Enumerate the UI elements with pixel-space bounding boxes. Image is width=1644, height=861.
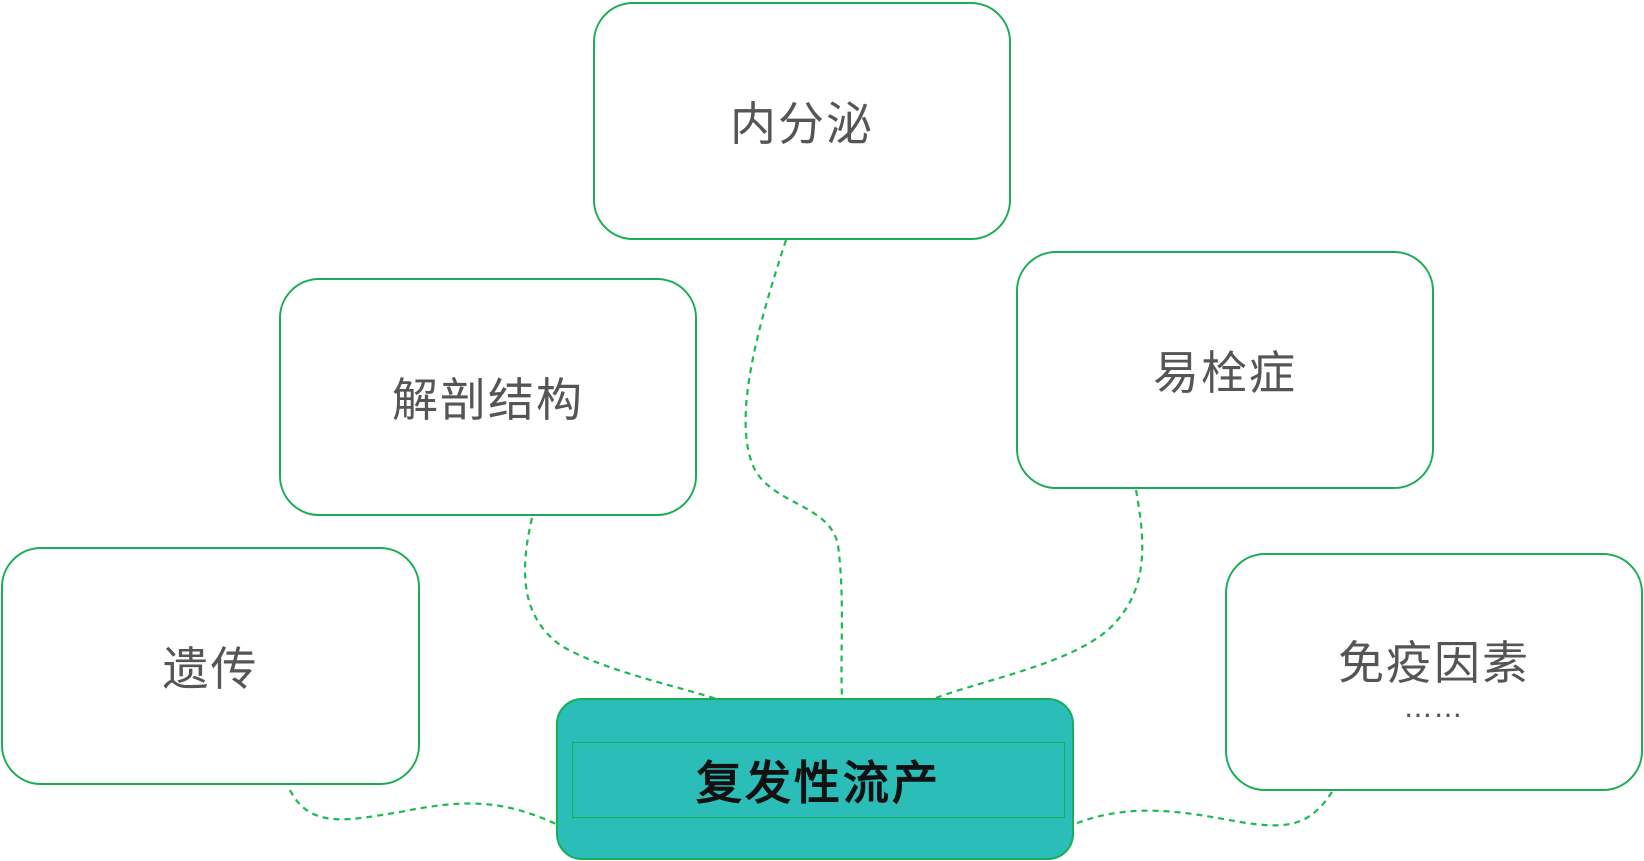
factor-anatomy-label: 解剖结构 xyxy=(392,373,584,427)
factor-genetics-box: 遗传 xyxy=(1,547,420,785)
factor-immune-label: 免疫因素 xyxy=(1338,636,1530,690)
factor-thrombophilia-label: 易栓症 xyxy=(1153,346,1297,400)
factor-endocrine-label: 内分泌 xyxy=(730,97,874,151)
connector-thrombophilia xyxy=(924,489,1144,704)
center-topic-box: 复发性流产 xyxy=(556,698,1074,860)
factor-endocrine-box: 内分泌 xyxy=(593,2,1011,240)
factor-immune-ellipsis: …… xyxy=(1404,691,1464,724)
connector-anatomy xyxy=(523,517,743,710)
factor-genetics-label: 遗传 xyxy=(162,642,259,696)
connector-genetics xyxy=(289,789,557,825)
center-topic-label: 复发性流产 xyxy=(572,742,1065,818)
connector-endocrine xyxy=(744,239,844,699)
factor-thrombophilia-box: 易栓症 xyxy=(1016,251,1434,489)
connector-immune xyxy=(1069,791,1333,828)
factor-anatomy-box: 解剖结构 xyxy=(279,278,697,516)
factor-immune-box: 免疫因素 …… xyxy=(1225,553,1643,791)
